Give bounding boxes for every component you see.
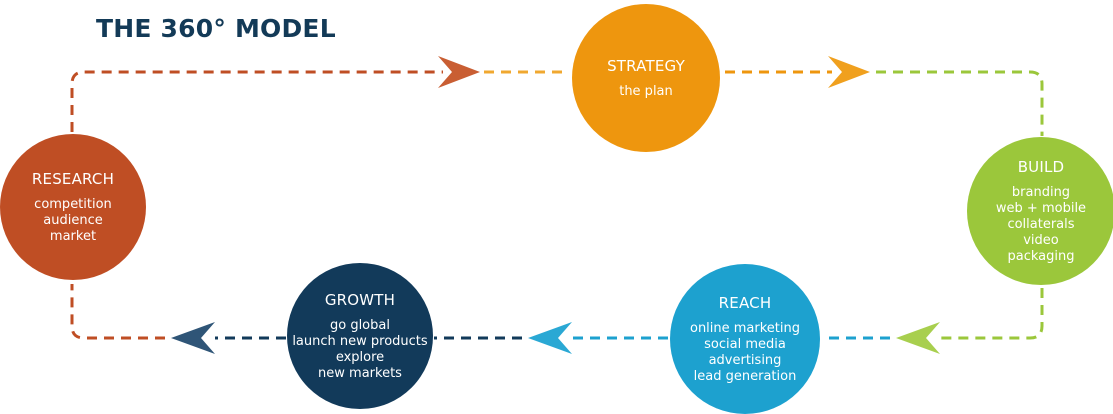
arrow-to-reach-icon [896, 322, 940, 354]
stage-reach: REACH online marketing social media adve… [670, 264, 820, 414]
stage-build-item: video [1023, 232, 1059, 248]
stage-build-item: web + mobile [995, 200, 1087, 216]
stage-growth-title: GROWTH [324, 290, 396, 309]
arrow-to-build-icon [828, 56, 870, 88]
stage-build-title: BUILD [1017, 157, 1065, 176]
stage-build-item: packaging [1007, 248, 1075, 264]
stage-reach-item: social media [704, 336, 786, 352]
stage-research-title: RESEARCH [31, 169, 115, 188]
stage-strategy-item: the plan [619, 83, 673, 99]
stage-research: RESEARCH competition audience market [0, 134, 146, 280]
stage-build-item: collaterals [1007, 216, 1075, 232]
stage-strategy: STRATEGY the plan [572, 4, 720, 152]
stage-growth-item: launch new products [292, 333, 428, 349]
stage-reach-item: lead generation [693, 368, 797, 384]
connector-research-strategy [70, 70, 443, 132]
connector-arrow-research [70, 284, 165, 340]
stage-growth-item: explore [335, 349, 385, 365]
arrow-to-research-icon [171, 322, 215, 354]
arrow-to-growth-icon [528, 322, 572, 354]
connector-arrow-build [876, 70, 1044, 136]
diagram-title: THE 360° MODEL [96, 14, 336, 43]
stage-research-item: market [49, 228, 97, 244]
stage-reach-item: advertising [708, 352, 782, 368]
stage-build-item: branding [1011, 184, 1071, 200]
stage-growth: GROWTH go global launch new products exp… [287, 263, 433, 409]
stage-growth-item: new markets [318, 365, 402, 381]
stage-reach-title: REACH [718, 293, 772, 312]
stage-research-item: competition [34, 196, 112, 212]
stage-build: BUILD branding web + mobile collaterals … [967, 137, 1113, 285]
stage-strategy-title: STRATEGY [607, 56, 685, 75]
connector-build-reach [940, 288, 1044, 340]
stage-growth-item: go global [329, 317, 390, 333]
stage-reach-item: online marketing [689, 320, 801, 336]
stage-research-item: audience [43, 212, 103, 228]
arrow-to-strategy-icon [438, 56, 480, 88]
